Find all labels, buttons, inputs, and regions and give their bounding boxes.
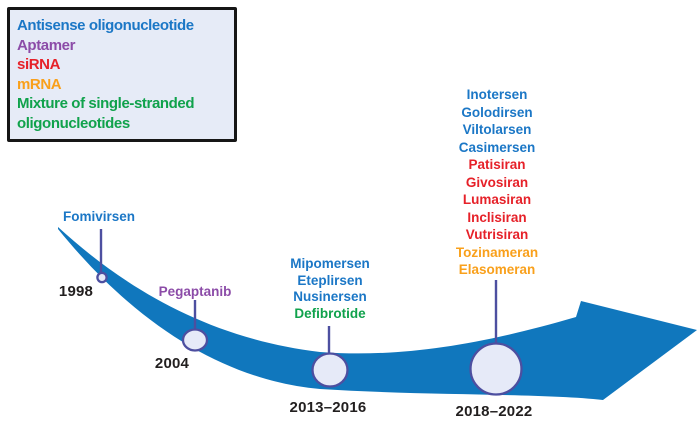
drug-label-golodirsen: Golodirsen xyxy=(461,104,533,120)
milestone-drugs-1998: Fomivirsen xyxy=(63,210,135,224)
drug-label-tozinameran: Tozinameran xyxy=(455,244,539,260)
drug-label-defibrotide: Defibrotide xyxy=(294,305,366,321)
drug-label-inclisiran: Inclisiran xyxy=(467,209,527,225)
legend-box: Antisense oligonucleotide Aptamer siRNA … xyxy=(7,7,237,142)
legend-item-mixture: Mixture of single-stranded oligonucleoti… xyxy=(17,95,195,132)
legend-item-aptamer: Aptamer xyxy=(17,36,76,54)
drug-label-eteplirsen: Eteplirsen xyxy=(297,272,363,288)
year-label-2018-2022: 2018–2022 xyxy=(455,403,533,420)
milestone-marker-2004 xyxy=(181,328,209,352)
legend-item-mrna: mRNA xyxy=(17,75,62,93)
drug-label-fomivirsen: Fomivirsen xyxy=(62,209,136,224)
milestone-marker-1998 xyxy=(96,271,108,284)
drug-label-inotersen: Inotersen xyxy=(466,87,528,102)
legend-item-sirna: siRNA xyxy=(17,56,61,73)
drug-label-nusinersen: Nusinersen xyxy=(293,289,367,304)
timeline-arrow xyxy=(58,227,697,400)
legend-item-antisense-oligonucleotide: Antisense oligonucleotide xyxy=(17,17,194,34)
milestone-drugs-2013-2016: Mipomersen Eteplirsen Nusinersen Defibro… xyxy=(290,256,370,322)
drug-label-lumasiran: Lumasiran xyxy=(462,192,532,207)
drug-label-vutrisiran: Vutrisiran xyxy=(465,227,529,242)
year-label-2013-2016: 2013–2016 xyxy=(289,399,367,416)
drug-label-pegaptanib: Pegaptanib xyxy=(158,284,232,299)
drug-label-patisiran: Patisiran xyxy=(468,157,526,172)
milestone-marker-2013-2016 xyxy=(311,352,349,388)
year-label-1998: 1998 xyxy=(58,283,94,300)
drug-label-mipomersen: Mipomersen xyxy=(290,256,370,271)
drug-label-givosiran: Givosiran xyxy=(465,174,529,190)
milestone-drugs-2004: Pegaptanib xyxy=(159,285,232,299)
milestone-drugs-2018-2022: Inotersen Golodirsen Viltolarsen Casimer… xyxy=(456,86,538,279)
drug-label-casimersen: Casimersen xyxy=(458,139,536,155)
drug-label-viltolarsen: Viltolarsen xyxy=(462,122,532,137)
year-label-2004: 2004 xyxy=(154,355,190,372)
milestone-marker-2018-2022 xyxy=(469,342,523,396)
drug-label-elasomeran: Elasomeran xyxy=(458,262,536,277)
